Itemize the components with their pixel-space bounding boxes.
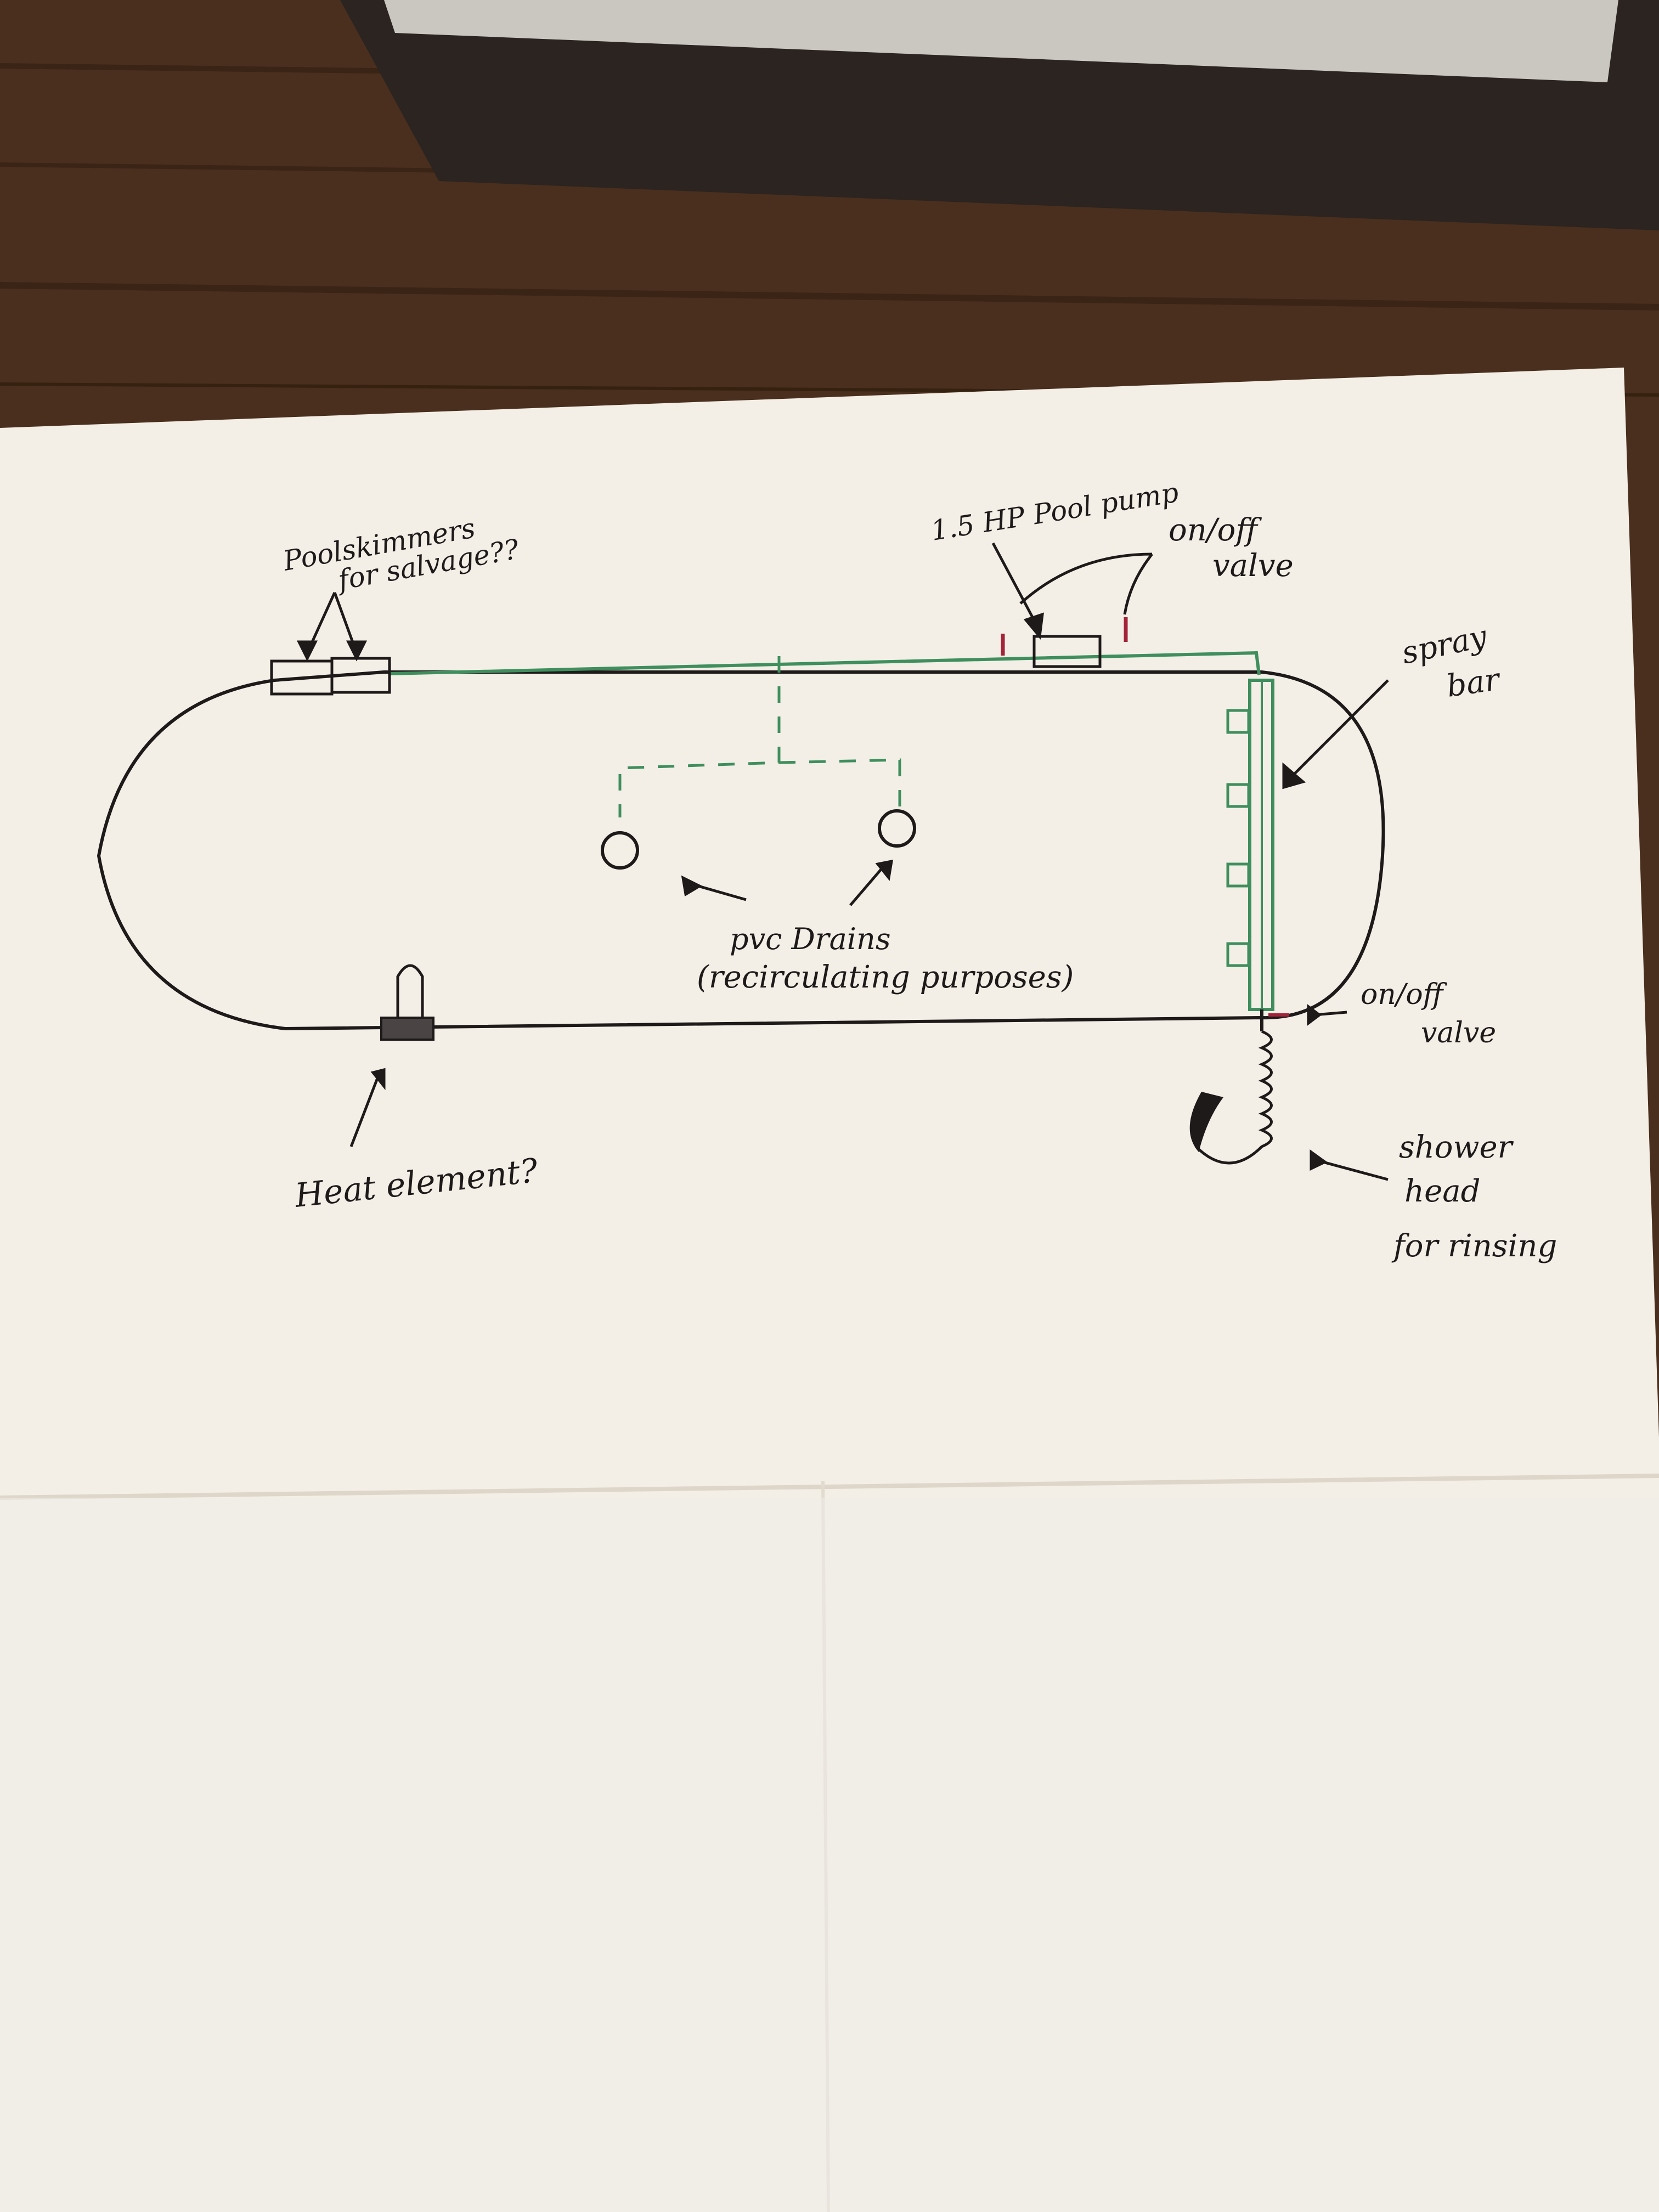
heat-element <box>380 964 435 1041</box>
label-valve-top-line2: valve <box>1212 548 1294 584</box>
label-shower-line3: for rinsing <box>1391 1228 1557 1264</box>
annotation-arrows <box>296 542 1389 1181</box>
pool-skimmers <box>270 657 391 696</box>
pvc-drain-right <box>878 809 916 848</box>
pool-pump <box>1032 635 1102 668</box>
shower-assembly <box>1189 1009 1289 1165</box>
label-spray-bar-line2: bar <box>1444 662 1503 704</box>
label-drains-line1: pvc Drains <box>730 922 891 956</box>
label-shower-line2: head <box>1404 1173 1480 1209</box>
paper-sheet <box>0 368 1659 2212</box>
label-shower-line1: shower <box>1399 1130 1514 1165</box>
tray-top <box>340 0 1659 230</box>
valve-top-marks <box>1001 617 1128 656</box>
tank-outline <box>97 670 1385 1031</box>
label-valve-top-line1: on/off <box>1169 512 1262 548</box>
label-valve-bottom-line2: valve <box>1421 1017 1496 1049</box>
label-drains-line2: (recirculating purposes) <box>697 960 1074 995</box>
supply-pipe <box>389 651 1261 817</box>
label-valve-bottom-line1: on/off <box>1361 978 1448 1011</box>
pvc-drain-left <box>601 831 639 870</box>
